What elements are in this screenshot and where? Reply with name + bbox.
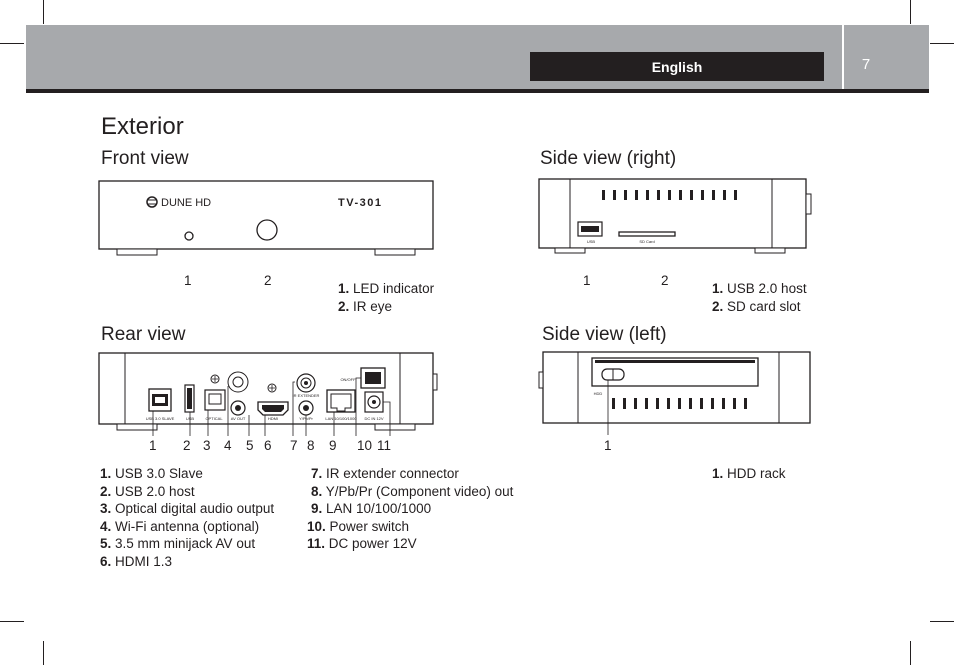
vent-slots xyxy=(602,190,737,200)
dune-logo-icon xyxy=(146,196,158,208)
vent-slots xyxy=(612,398,747,409)
screw-icon xyxy=(210,374,220,384)
rear-callout-7: 7 xyxy=(290,438,298,453)
side-right-callout-2: 2 xyxy=(661,273,669,288)
svg-text:OPTICAL: OPTICAL xyxy=(205,416,223,421)
side-left-device: HDD xyxy=(538,351,811,435)
svg-text:USB: USB xyxy=(587,239,596,244)
rear-view-legend-right: 7. IR extender connector 8. Y/Pb/Pr (Com… xyxy=(307,465,513,553)
side-left-heading: Side view (left) xyxy=(542,324,667,345)
legend-item: 1. USB 2.0 host xyxy=(712,281,807,296)
hdmi-port-icon xyxy=(257,401,289,416)
rear-callout-9: 9 xyxy=(329,438,337,453)
svg-text:AV OUT: AV OUT xyxy=(231,416,246,421)
usb3-slave-port-icon xyxy=(148,388,172,412)
optical-port-icon xyxy=(204,389,226,411)
brand-logo-text: DUNE HD xyxy=(161,197,211,209)
page-number: 7 xyxy=(861,56,871,73)
sd-card-slot-icon xyxy=(618,231,676,237)
crop-mark xyxy=(910,0,911,24)
dc-power-port-icon xyxy=(364,391,384,413)
legend-item: 1. USB 3.0 Slave xyxy=(100,466,203,481)
rear-callout-1: 1 xyxy=(149,438,157,453)
hdd-rack-icon xyxy=(591,357,759,387)
crop-mark xyxy=(0,43,24,44)
crop-mark xyxy=(910,641,911,665)
svg-text:LAN 10/100/1000: LAN 10/100/1000 xyxy=(325,416,357,421)
rear-view-legend-left: 1. USB 3.0 Slave 2. USB 2.0 host 3. Opti… xyxy=(100,465,274,570)
page-title: Exterior xyxy=(101,113,184,140)
side-left-callout-1: 1 xyxy=(604,438,612,453)
wifi-antenna-icon xyxy=(227,371,249,393)
legend-item: 2. IR eye xyxy=(338,298,393,314)
crop-mark xyxy=(0,621,24,622)
front-view-heading: Front view xyxy=(101,148,189,169)
rear-view-device: USB 3.0 SLAVE USB OPTICAL AV OUT HDMI IR… xyxy=(98,352,438,436)
svg-text:IR EXTENDER: IR EXTENDER xyxy=(293,393,320,398)
svg-text:HDMI: HDMI xyxy=(268,416,278,421)
front-view-device: DUNE HD TV-301 xyxy=(98,180,434,256)
usb-host-port-icon xyxy=(184,384,195,413)
legend-item: 5. 3.5 mm minijack AV out xyxy=(100,536,256,551)
svg-text:HDD: HDD xyxy=(594,391,603,396)
rear-callout-5: 5 xyxy=(246,438,254,453)
rear-callout-8: 8 xyxy=(307,438,315,453)
legend-item: 10. Power switch xyxy=(307,518,410,534)
rear-view-heading: Rear view xyxy=(101,324,186,345)
language-label: English xyxy=(530,52,824,81)
rear-callout-2: 2 xyxy=(183,438,191,453)
rear-callout-4: 4 xyxy=(224,438,232,453)
svg-text:ON/OFF: ON/OFF xyxy=(340,377,356,382)
model-label: TV-301 xyxy=(338,197,382,209)
side-right-legend: 1. USB 2.0 host 2. SD card slot xyxy=(712,280,807,315)
side-right-device: USB SD Card xyxy=(538,178,812,254)
component-video-port-icon xyxy=(298,400,314,416)
front-callout-1: 1 xyxy=(184,273,192,288)
legend-item: 2. USB 2.0 host xyxy=(100,483,195,499)
av-out-port-icon xyxy=(230,400,246,416)
svg-text:USB 3.0 SLAVE: USB 3.0 SLAVE xyxy=(146,416,175,421)
legend-item: 7. IR extender connector xyxy=(311,466,459,481)
legend-item: 6. HDMI 1.3 xyxy=(100,553,173,569)
rear-callout-6: 6 xyxy=(264,438,272,453)
led-indicator-icon xyxy=(184,231,194,241)
legend-item: 1. HDD rack xyxy=(712,466,786,481)
front-callout-2: 2 xyxy=(264,273,272,288)
usb-port-icon xyxy=(577,221,603,237)
legend-item: 8. Y/Pb/Pr (Component video) out xyxy=(311,483,514,499)
legend-item: 9. LAN 10/100/1000 xyxy=(311,501,432,516)
side-left-legend: 1. HDD rack xyxy=(712,465,786,483)
header-separator xyxy=(842,25,844,89)
svg-text:SD Card: SD Card xyxy=(639,239,654,244)
ir-extender-port-icon xyxy=(296,373,316,393)
legend-item: 4. Wi-Fi antenna (optional) xyxy=(100,518,260,534)
side-right-callout-1: 1 xyxy=(583,273,591,288)
svg-text:DC IN 12V: DC IN 12V xyxy=(364,416,383,421)
header-rule xyxy=(26,89,929,93)
screw-icon xyxy=(267,383,277,393)
legend-item: 2. SD card slot xyxy=(712,298,801,314)
ir-eye-icon xyxy=(256,219,278,241)
side-right-heading: Side view (right) xyxy=(540,148,677,169)
legend-item: 1. LED indicator xyxy=(338,281,435,296)
legend-item: 11. DC power 12V xyxy=(307,536,417,551)
power-switch-icon xyxy=(360,367,386,389)
crop-mark xyxy=(43,641,44,665)
lan-port-icon xyxy=(326,389,356,413)
rear-callout-3: 3 xyxy=(203,438,211,453)
crop-mark xyxy=(930,621,954,622)
legend-item: 3. Optical digital audio output xyxy=(100,501,275,516)
front-view-legend: 1. LED indicator 2. IR eye xyxy=(338,280,434,315)
crop-mark xyxy=(43,0,44,24)
crop-mark xyxy=(930,43,954,44)
rear-callout-10: 10 xyxy=(357,438,373,453)
rear-callout-11: 11 xyxy=(377,438,392,453)
